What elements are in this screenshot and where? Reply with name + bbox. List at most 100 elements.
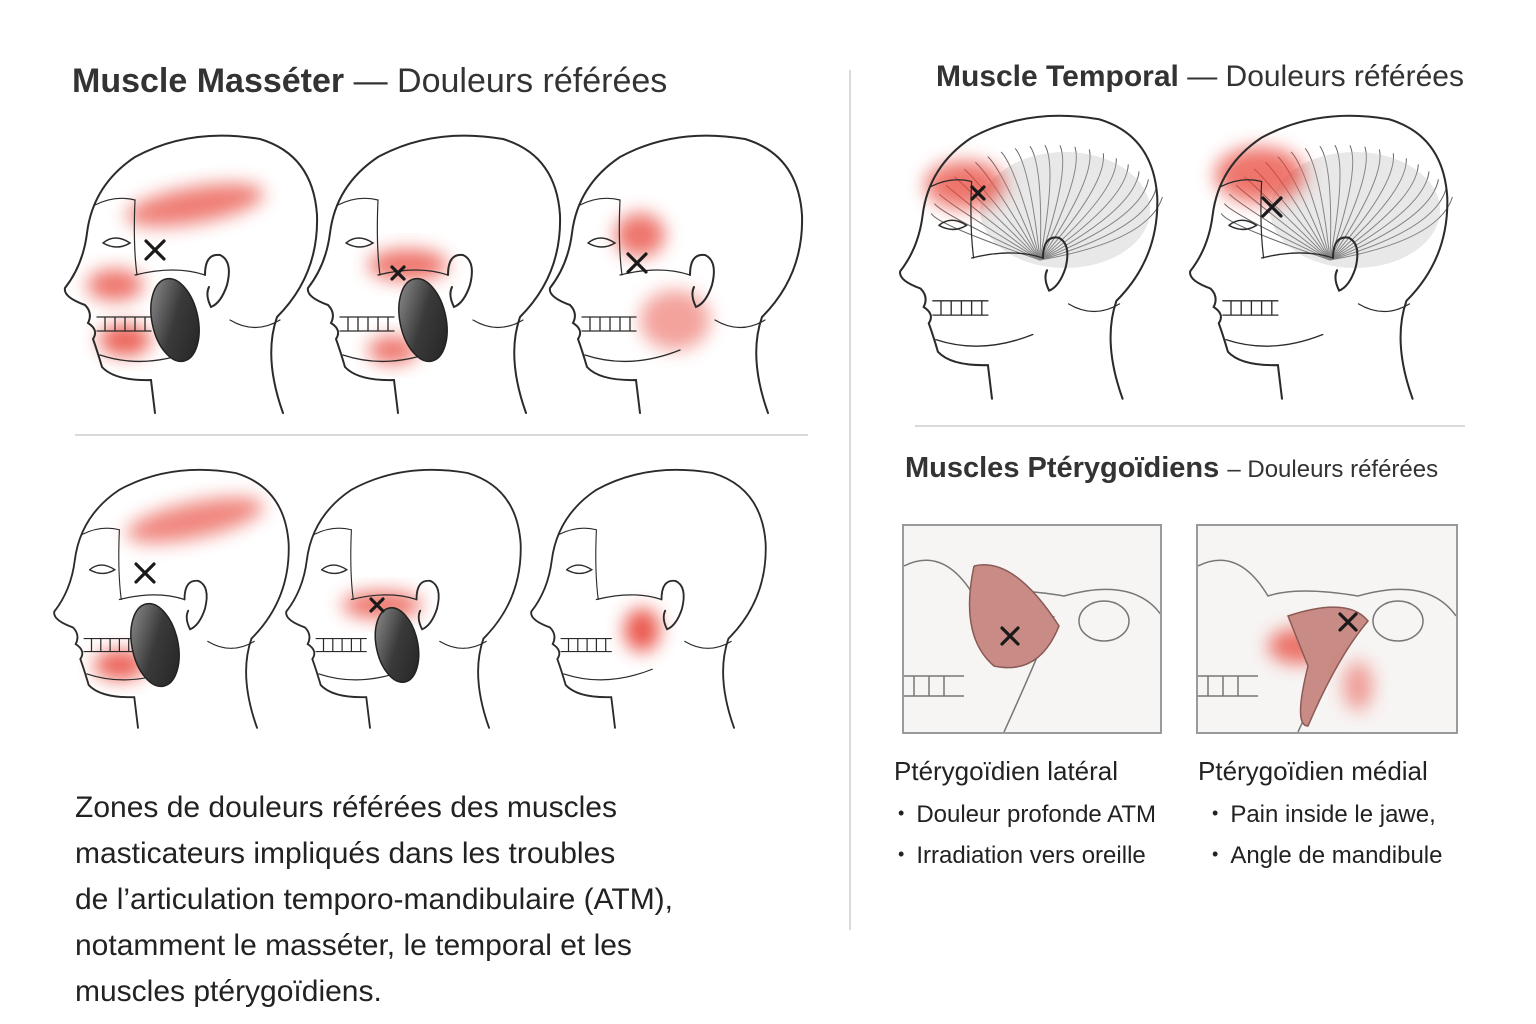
pterygoid-title-main: Muscles Ptérygoïdiens bbox=[905, 452, 1220, 484]
referred-pain-zone bbox=[1343, 661, 1373, 711]
skull-line bbox=[579, 197, 623, 276]
teeth bbox=[581, 316, 637, 332]
trigger-point-x-icon bbox=[369, 597, 385, 613]
zygomatic-arch bbox=[1260, 252, 1334, 259]
ear bbox=[447, 253, 473, 309]
pterygoid-lateral-bullet-1: Douleur profonde ATM bbox=[898, 801, 1156, 829]
mandible bbox=[935, 333, 1034, 347]
skull-base bbox=[1198, 559, 1456, 617]
head-outline bbox=[1189, 114, 1449, 400]
medial-pterygoid-muscle bbox=[1287, 606, 1369, 727]
referred-pain-zone bbox=[368, 249, 448, 281]
pterygoid-lateral-label: Ptérygoïdien latéral bbox=[894, 756, 1119, 786]
description-line-1: Zones de douleurs référées des muscles bbox=[75, 791, 617, 824]
ear bbox=[1331, 236, 1359, 292]
teeth bbox=[932, 300, 989, 316]
masseter-figure-2 bbox=[306, 134, 562, 414]
referred-pain-zone bbox=[99, 324, 151, 356]
right-section-divider bbox=[915, 425, 1465, 427]
zygomatic-arch bbox=[595, 594, 663, 601]
masseter-row-divider bbox=[75, 434, 808, 436]
eye bbox=[938, 219, 968, 231]
occipital-line bbox=[207, 640, 255, 649]
referred-pain-zone bbox=[925, 161, 1005, 209]
occipital-line bbox=[1357, 303, 1411, 313]
head-outline bbox=[285, 468, 522, 729]
referred-pain-zone bbox=[615, 213, 665, 257]
description-paragraph: Zones de douleurs référées des muscles m… bbox=[75, 785, 673, 1015]
vertical-divider bbox=[849, 70, 851, 930]
temporalis-fiber bbox=[933, 203, 1041, 261]
masseter-muscle bbox=[374, 607, 420, 683]
eye bbox=[320, 564, 349, 575]
pterygoid-lateral-illustration bbox=[904, 559, 1160, 732]
temporal-figure-1 bbox=[899, 114, 1163, 400]
temporalis-fiber bbox=[1000, 151, 1041, 261]
temporalis-fiber bbox=[987, 156, 1041, 261]
ear bbox=[689, 253, 715, 309]
trigger-point-x-icon bbox=[134, 562, 156, 584]
temporalis-fiber bbox=[1029, 145, 1042, 261]
head-profile bbox=[548, 134, 804, 414]
pterygoid-medial-label: Ptérygoïdien médial bbox=[1198, 756, 1428, 786]
head-outline bbox=[53, 468, 290, 729]
zygomatic-arch bbox=[377, 269, 449, 276]
condyle bbox=[1078, 600, 1130, 642]
temporalis-fiber bbox=[1329, 158, 1407, 261]
masseter-muscle bbox=[130, 602, 180, 688]
referred-pain-zone bbox=[126, 497, 264, 543]
skull-line bbox=[930, 179, 975, 259]
occipital-line bbox=[1067, 303, 1121, 313]
masseter-figure-4 bbox=[53, 468, 290, 729]
mandible bbox=[584, 349, 681, 363]
ear bbox=[415, 579, 440, 631]
skull-line bbox=[313, 527, 354, 601]
pterygoid-lateral-panel bbox=[902, 524, 1162, 734]
referred-pain-zone bbox=[87, 269, 143, 301]
head-profile bbox=[899, 114, 1159, 400]
temporalis-fiber bbox=[1329, 153, 1394, 261]
pterygoid-title: Muscles Ptérygoïdiens – Douleurs référée… bbox=[905, 452, 1438, 485]
head-profile bbox=[306, 134, 562, 414]
teeth bbox=[96, 316, 152, 332]
eye bbox=[102, 237, 132, 248]
temporalis-fiber bbox=[1039, 171, 1140, 261]
pterygoid-medial-panel bbox=[1196, 524, 1458, 734]
trigger-point-x-icon bbox=[1261, 196, 1283, 218]
zygomatic-arch bbox=[118, 594, 186, 601]
temporalis-fiber bbox=[1319, 145, 1332, 261]
referred-pain-zone bbox=[368, 336, 418, 364]
skull-line bbox=[94, 197, 138, 276]
masseter-muscle bbox=[398, 277, 448, 363]
head-profile bbox=[530, 468, 767, 729]
temporalis-fiber bbox=[1329, 146, 1367, 261]
masseter-figure-6 bbox=[530, 468, 767, 729]
temporalis-fiber bbox=[1039, 158, 1117, 261]
ear bbox=[660, 579, 685, 631]
temporal-figure-2 bbox=[1189, 114, 1453, 400]
pterygoid-medial-bullet-2: Angle de mandibule bbox=[1212, 842, 1442, 870]
masseter-muscle bbox=[150, 277, 200, 363]
condyle bbox=[1372, 600, 1424, 642]
temporalis-muscle bbox=[1220, 144, 1453, 261]
temporalis-fiber bbox=[1304, 148, 1331, 261]
trigger-point-x-icon bbox=[1338, 612, 1358, 632]
masseter-title-main: Muscle Masséter bbox=[72, 62, 345, 100]
temporalis-fiber bbox=[1039, 149, 1091, 261]
description-line-2: masticateurs impliqués dans les troubles bbox=[75, 837, 616, 870]
lateral-pterygoid-muscle bbox=[968, 564, 1060, 669]
teeth bbox=[904, 675, 964, 697]
masseter-title: Muscle Masséter — Douleurs référées bbox=[72, 62, 667, 101]
teeth bbox=[315, 637, 367, 653]
temporalis-fiber bbox=[1329, 171, 1430, 261]
temporalis-fiber bbox=[1223, 203, 1331, 261]
masseter-figure-3 bbox=[548, 134, 804, 414]
temporalis-fiber bbox=[1329, 179, 1439, 261]
temporal-title-main: Muscle Temporal bbox=[936, 60, 1179, 93]
temporalis-fan bbox=[1270, 152, 1440, 268]
referred-pain-zone bbox=[94, 650, 146, 680]
pterygoid-medial-illustration bbox=[1198, 559, 1456, 732]
eye bbox=[565, 564, 594, 575]
eye bbox=[1228, 219, 1258, 231]
zygomatic-arch bbox=[134, 269, 206, 276]
